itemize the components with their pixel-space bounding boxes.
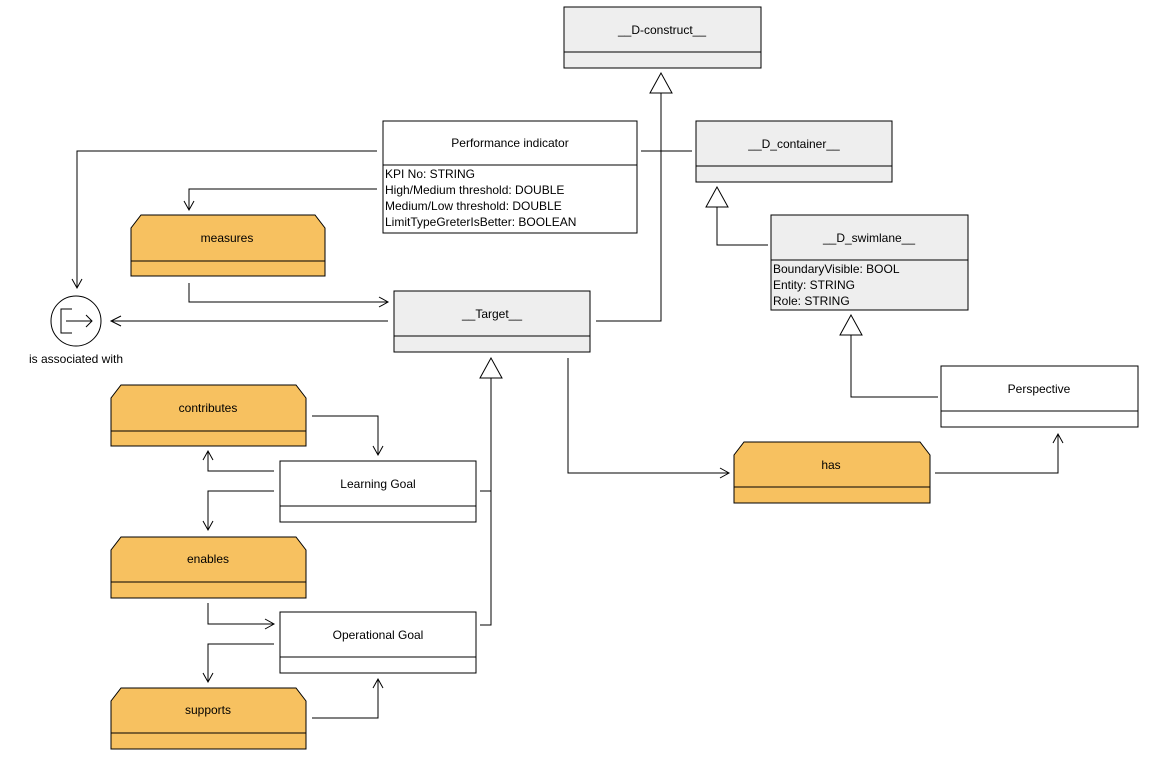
edge-supports-operational bbox=[312, 679, 379, 719]
arrow-head bbox=[378, 296, 390, 308]
arrow-head bbox=[202, 672, 214, 684]
relation-label: measures bbox=[201, 231, 254, 245]
class-title: __Target__ bbox=[461, 307, 522, 321]
edge-operational-inherits-target bbox=[480, 378, 492, 626]
class-attribute: High/Medium threshold: DOUBLE bbox=[385, 183, 564, 197]
arrow-head bbox=[71, 278, 83, 290]
connector-label: is associated with bbox=[29, 352, 123, 366]
class-d-construct[interactable]: __D-construct__ bbox=[563, 6, 762, 69]
class-attribute: KPI No: STRING bbox=[385, 167, 475, 181]
class-title: __D_swimlane__ bbox=[822, 231, 915, 245]
class-title: Operational Goal bbox=[333, 628, 424, 642]
relation-supports[interactable]: supports bbox=[110, 687, 307, 750]
edge-indicator-associated bbox=[76, 150, 377, 287]
relation-measures[interactable]: measures bbox=[130, 214, 326, 277]
class-attribute: Medium/Low threshold: DOUBLE bbox=[385, 199, 562, 213]
relation-label: has bbox=[821, 458, 840, 472]
class-title: Perspective bbox=[1008, 382, 1071, 396]
class-title: __D_container__ bbox=[747, 137, 840, 151]
edge-indicator-measures bbox=[188, 188, 377, 209]
connector-is-associated-with[interactable]: is associated with bbox=[29, 295, 123, 366]
relation-label: supports bbox=[185, 703, 231, 717]
edge-has-perspective bbox=[935, 434, 1059, 474]
edge-learning-enables bbox=[207, 490, 274, 530]
class-d-swimlane[interactable]: __D_swimlane__ BoundaryVisible: BOOL Ent… bbox=[770, 214, 969, 311]
edge-target-has bbox=[567, 358, 729, 474]
edge-swimlane-inherits-container bbox=[716, 207, 768, 246]
class-title: Learning Goal bbox=[340, 477, 415, 491]
class-title: __D-construct__ bbox=[617, 23, 706, 37]
arrow-head bbox=[372, 445, 384, 457]
inheritance-arrow bbox=[479, 356, 503, 379]
class-attribute: Role: STRING bbox=[773, 294, 850, 308]
inheritance-arrow bbox=[705, 185, 729, 208]
edge-perspective-inherits-swimlane bbox=[850, 335, 938, 398]
arrow-head bbox=[264, 618, 276, 630]
class-perspective[interactable]: Perspective bbox=[940, 365, 1139, 428]
class-attribute: LimitTypeGreterIsBetter: BOOLEAN bbox=[385, 215, 576, 229]
class-operational-goal[interactable]: Operational Goal bbox=[279, 611, 477, 674]
edge-operational-supports bbox=[207, 643, 274, 682]
class-learning-goal[interactable]: Learning Goal bbox=[279, 460, 477, 523]
relation-label: enables bbox=[187, 552, 229, 566]
class-attribute: Entity: STRING bbox=[773, 278, 855, 292]
class-performance-indicator[interactable]: Performance indicator KPI No: STRING Hig… bbox=[382, 120, 638, 234]
arrow-head bbox=[183, 200, 195, 212]
class-d-container[interactable]: __D_container__ bbox=[695, 120, 893, 183]
relation-label: contributes bbox=[179, 401, 238, 415]
relation-has[interactable]: has bbox=[733, 441, 931, 504]
relation-enables[interactable]: enables bbox=[110, 536, 307, 599]
edge-target-inherits-construct bbox=[596, 93, 662, 322]
exit-arrow-icon bbox=[60, 308, 93, 334]
arrow-head bbox=[372, 677, 384, 689]
class-attribute: BoundaryVisible: BOOL bbox=[773, 262, 900, 276]
inheritance-arrow bbox=[839, 313, 863, 336]
edge-learning-contributes bbox=[207, 451, 274, 472]
edge-enables-operational bbox=[207, 603, 274, 625]
relation-contributes[interactable]: contributes bbox=[110, 384, 307, 447]
arrow-head bbox=[109, 315, 122, 327]
arrow-head bbox=[202, 449, 214, 461]
edge-contributes-learning bbox=[312, 415, 379, 455]
class-target[interactable]: __Target__ bbox=[393, 290, 591, 353]
edge-measures-target bbox=[188, 283, 388, 303]
arrow-head bbox=[202, 520, 214, 532]
class-title: Performance indicator bbox=[451, 136, 568, 150]
arrow-head bbox=[719, 467, 731, 479]
arrow-head bbox=[1052, 432, 1064, 444]
inheritance-arrow bbox=[649, 71, 673, 94]
